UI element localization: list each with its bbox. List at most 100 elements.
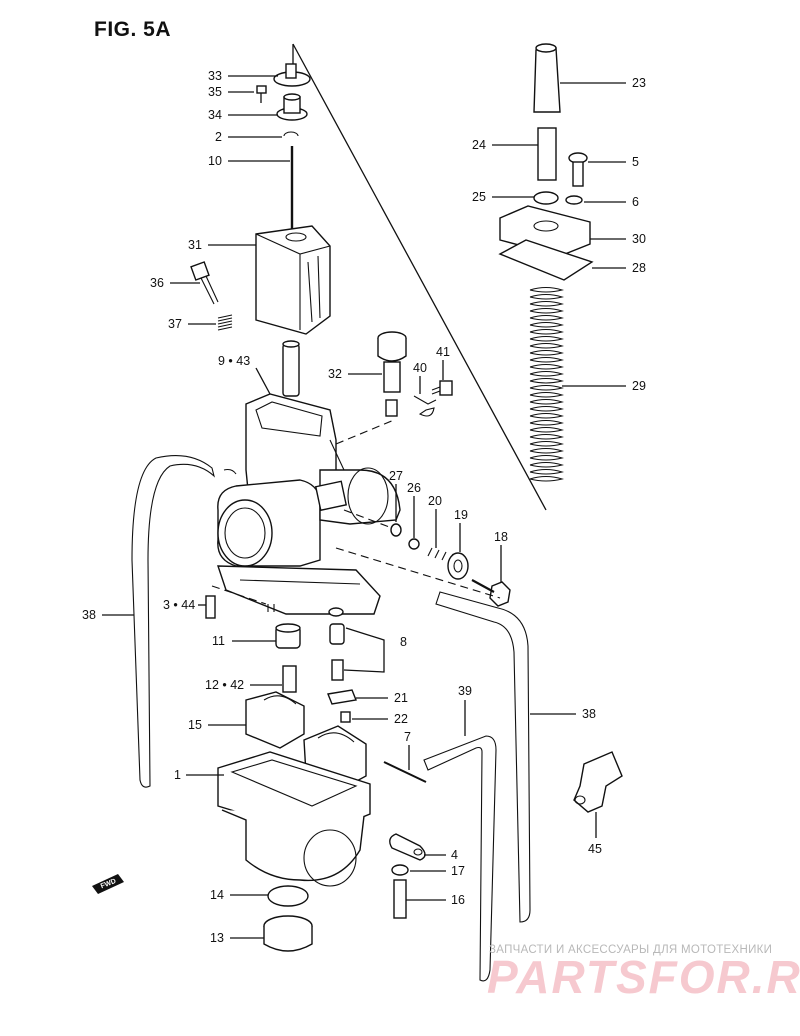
part-16-bolt [393, 879, 407, 919]
callout-3-44: 3 • 44 [163, 598, 206, 612]
callout-38a: 38 [82, 608, 134, 622]
callout-4: 4 [424, 848, 458, 862]
watermark-tagline: ЗАПЧАСТИ И АКСЕССУАРЫ ДЛЯ МОТОТЕХНИКИ [489, 944, 773, 956]
callout-14: 14 [210, 888, 268, 902]
part-1-float-bowl [217, 751, 371, 887]
callout-30: 30 [590, 232, 646, 246]
callout-label: 3 • 44 [163, 598, 195, 612]
part-38-hose-right [435, 591, 531, 923]
callout-label: 35 [208, 85, 222, 99]
part-32-valve [377, 331, 407, 417]
callout-29: 29 [562, 379, 646, 393]
callout-6: 6 [584, 195, 639, 209]
callout-label: 31 [188, 238, 202, 252]
callout-label: 29 [632, 379, 646, 393]
callout-label: 25 [472, 190, 486, 204]
part-25-nut [533, 191, 559, 205]
callout-label: 8 [400, 635, 407, 649]
callout-35: 35 [208, 85, 254, 99]
part-14-oring [267, 885, 309, 907]
callout-label: 23 [632, 76, 646, 90]
callout-label: 4 [451, 848, 458, 862]
leader-line [255, 367, 271, 395]
callout-1: 1 [174, 768, 224, 782]
callout-41: 41 [436, 345, 450, 380]
part-19-nut [447, 552, 469, 580]
part-5-screw [568, 152, 588, 187]
callout-23: 23 [560, 76, 646, 90]
part-4-plate [389, 833, 426, 861]
callout-label: 10 [208, 154, 222, 168]
callout-13: 13 [210, 931, 264, 945]
fwd-arrow-badge: FWD [92, 874, 124, 894]
callout-label: 14 [210, 888, 224, 902]
callout-label: 21 [394, 691, 408, 705]
callout-label: 24 [472, 138, 486, 152]
callout-38b: 38 [530, 707, 596, 721]
part-13-drain-plug [263, 915, 313, 952]
callout-label: 11 [212, 634, 225, 648]
part-15-float [245, 691, 367, 791]
callout-31: 31 [188, 238, 256, 252]
callout-33: 33 [208, 69, 278, 83]
callout-27: 27 [389, 469, 403, 522]
alignment-dashes [335, 419, 501, 599]
callout-label: 38 [82, 608, 96, 622]
callout-21: 21 [356, 691, 408, 705]
callout-label: 39 [458, 684, 472, 698]
part-41-screw [431, 380, 453, 396]
callout-16: 16 [406, 893, 465, 907]
callout-label: 37 [168, 317, 182, 331]
carburetor-body [217, 393, 401, 615]
callout-label: 32 [328, 367, 342, 381]
alignment-dash-3-44 [211, 585, 267, 605]
part-33-plate [273, 63, 311, 87]
callout-label: 38 [582, 707, 596, 721]
part-40-clip [413, 395, 437, 417]
callout-label: 27 [389, 469, 403, 483]
callout-34: 34 [208, 108, 278, 122]
callout-label: 34 [208, 108, 222, 122]
callout-28: 28 [592, 261, 646, 275]
callout-2: 2 [215, 130, 282, 144]
part-18-idle-screw [471, 579, 511, 607]
callout-label: 30 [632, 232, 646, 246]
part-36-air-screw [190, 261, 219, 305]
callout-label: 9 • 43 [218, 354, 250, 368]
part-2-clip [283, 131, 299, 137]
part-21-bracket [327, 689, 357, 705]
callout-36: 36 [150, 276, 200, 290]
callout-label: 45 [588, 842, 602, 856]
callout-11: 11 [212, 634, 276, 648]
callout-5: 5 [588, 155, 639, 169]
callout-label: 13 [210, 931, 224, 945]
callout-label: 40 [413, 361, 427, 375]
guide-line [292, 43, 547, 511]
part-35-screw [256, 85, 267, 103]
part-27-oring [390, 523, 402, 537]
callout-7: 7 [404, 730, 411, 770]
part-3-44-jet [205, 595, 216, 619]
part-8-jets [328, 607, 345, 681]
callout-9-43: 9 • 43 [218, 354, 271, 395]
callout-45: 45 [588, 812, 602, 856]
part-26-washer [408, 538, 420, 550]
callout-12-42: 12 • 42 [205, 678, 282, 692]
callout-39: 39 [458, 684, 472, 736]
callout-label: 1 [174, 768, 181, 782]
callout-label: 12 • 42 [205, 678, 244, 692]
part-37-spring [217, 314, 233, 331]
callout-18: 18 [494, 530, 508, 582]
callout-19: 19 [454, 508, 468, 552]
callout-25: 25 [472, 190, 534, 204]
part-24-adjuster [537, 127, 557, 181]
callout-22: 22 [352, 712, 408, 726]
callout-label: 5 [632, 155, 639, 169]
callout-label: 15 [188, 718, 202, 732]
callout-40: 40 [413, 361, 427, 394]
callout-label: 28 [632, 261, 646, 275]
part-28-gasket [498, 239, 594, 281]
